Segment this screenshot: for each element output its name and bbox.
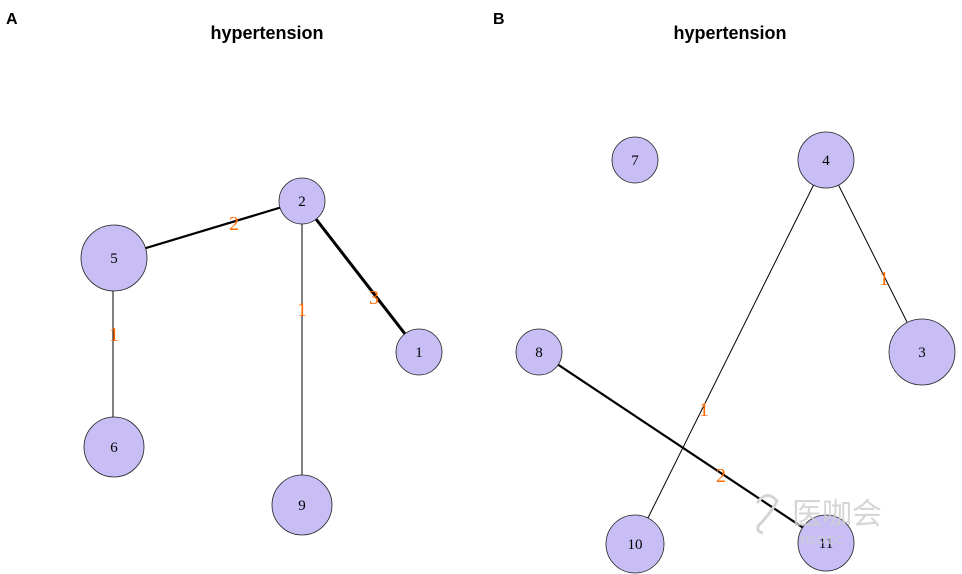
- watermark: 医咖会 MEDIEC: [755, 494, 882, 547]
- node-label-11: 11: [819, 536, 833, 552]
- node-label-7: 7: [631, 153, 639, 169]
- panel-a-label: A: [6, 11, 18, 28]
- node-3: 3: [888, 318, 956, 386]
- edge-8-11: [538, 351, 827, 544]
- node-5: 5: [80, 224, 148, 292]
- edge-label-8-11: 2: [716, 465, 726, 487]
- panel-a-title: hypertension: [210, 23, 323, 43]
- edge-2-1: [300, 200, 421, 353]
- watermark-logo-icon: [755, 494, 779, 535]
- node-label-8: 8: [535, 345, 543, 361]
- edge-label-5-2: 2: [229, 213, 239, 235]
- node-label-10: 10: [628, 537, 643, 553]
- node-7: 7: [611, 136, 659, 184]
- edge-4-3: [825, 159, 923, 353]
- node-label-5: 5: [110, 251, 118, 267]
- edge-label-4-3: 1: [879, 268, 889, 290]
- node-9: 9: [271, 474, 333, 536]
- node-label-3: 3: [918, 345, 926, 361]
- node-11: 11: [797, 514, 855, 572]
- watermark-text: 医咖会: [792, 497, 882, 532]
- panel-a: A hypertension 2 3 1 1 5 2 1 6 9: [6, 11, 443, 536]
- node-label-6: 6: [110, 440, 118, 456]
- watermark-subtext: MEDIEC: [800, 534, 843, 547]
- edge-label-2-1: 3: [369, 287, 379, 309]
- node-8: 8: [515, 328, 563, 376]
- node-label-1: 1: [415, 345, 423, 361]
- node-2: 2: [278, 177, 326, 225]
- node-10: 10: [605, 514, 665, 574]
- panel-b: B hypertension 1 1 2 7 4 3 8 10 1: [493, 11, 956, 574]
- node-6: 6: [83, 416, 145, 478]
- panel-b-title: hypertension: [673, 23, 786, 43]
- panel-b-label: B: [493, 11, 505, 28]
- node-4: 4: [797, 131, 855, 189]
- node-label-4: 4: [822, 153, 830, 169]
- edge-4-10: [634, 159, 827, 545]
- node-label-9: 9: [298, 498, 306, 514]
- edge-label-2-9: 1: [297, 299, 307, 321]
- edge-label-4-10: 1: [699, 399, 709, 421]
- node-label-2: 2: [298, 194, 306, 210]
- node-1: 1: [395, 328, 443, 376]
- edge-label-5-6: 1: [109, 324, 119, 346]
